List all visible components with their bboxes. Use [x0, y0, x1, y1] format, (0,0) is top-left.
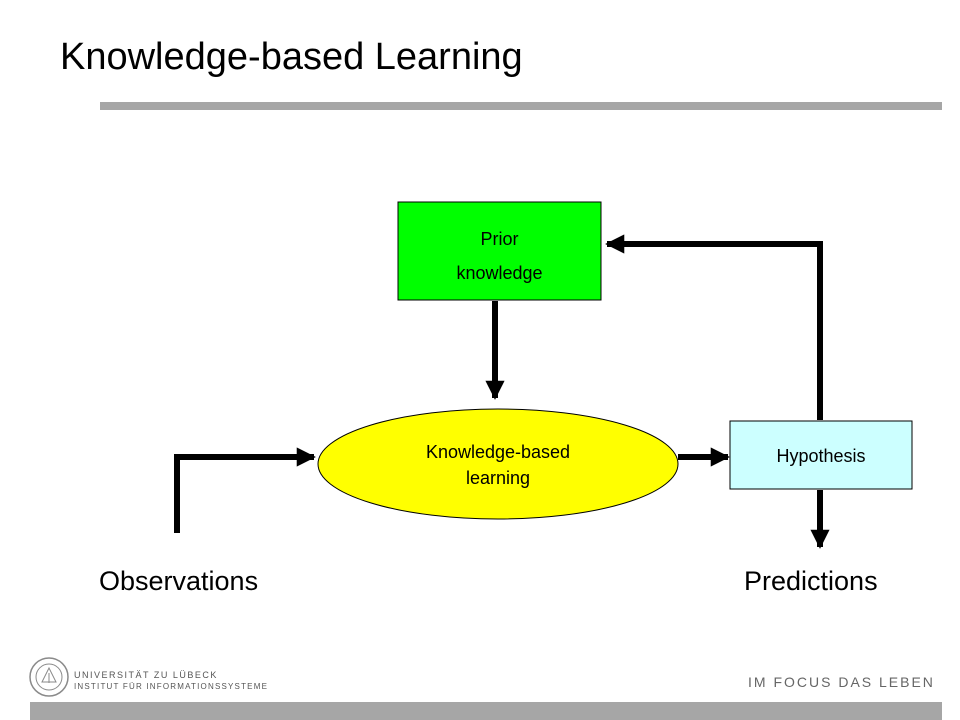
- observations-label: Observations: [99, 566, 259, 596]
- prior-knowledge-box: [397, 201, 602, 301]
- knowledge-based-learning-line-2: learning: [465, 468, 531, 488]
- institute-name: INSTITUT FÜR INFORMATIONSSYSTEME: [74, 682, 269, 691]
- arrow-hypothesis-to-prior: [605, 234, 823, 420]
- prior-knowledge-line-2: knowledge: [456, 263, 543, 283]
- knowledge-based-learning-ellipse: [317, 408, 679, 520]
- university-name: UNIVERSITÄT ZU LÜBECK: [74, 670, 218, 680]
- footer-bar: [30, 702, 942, 720]
- knowledge-based-learning-label: Knowledge-based learning: [318, 439, 678, 491]
- predictions-label: Predictions: [744, 566, 878, 596]
- slide-title: Knowledge-based Learning: [60, 36, 523, 78]
- prior-knowledge-line-1: Prior: [480, 229, 519, 249]
- footer-motto: IM FOCUS DAS LEBEN: [748, 674, 935, 690]
- hypothesis-box: [729, 420, 913, 490]
- university-seal-icon: [29, 657, 69, 697]
- prior-knowledge-label: Prior knowledge: [398, 222, 601, 290]
- arrow-observations-to-learning: [174, 447, 316, 533]
- knowledge-based-learning-line-1: Knowledge-based: [425, 442, 571, 462]
- title-divider: [100, 102, 942, 110]
- hypothesis-label: Hypothesis: [776, 446, 866, 466]
